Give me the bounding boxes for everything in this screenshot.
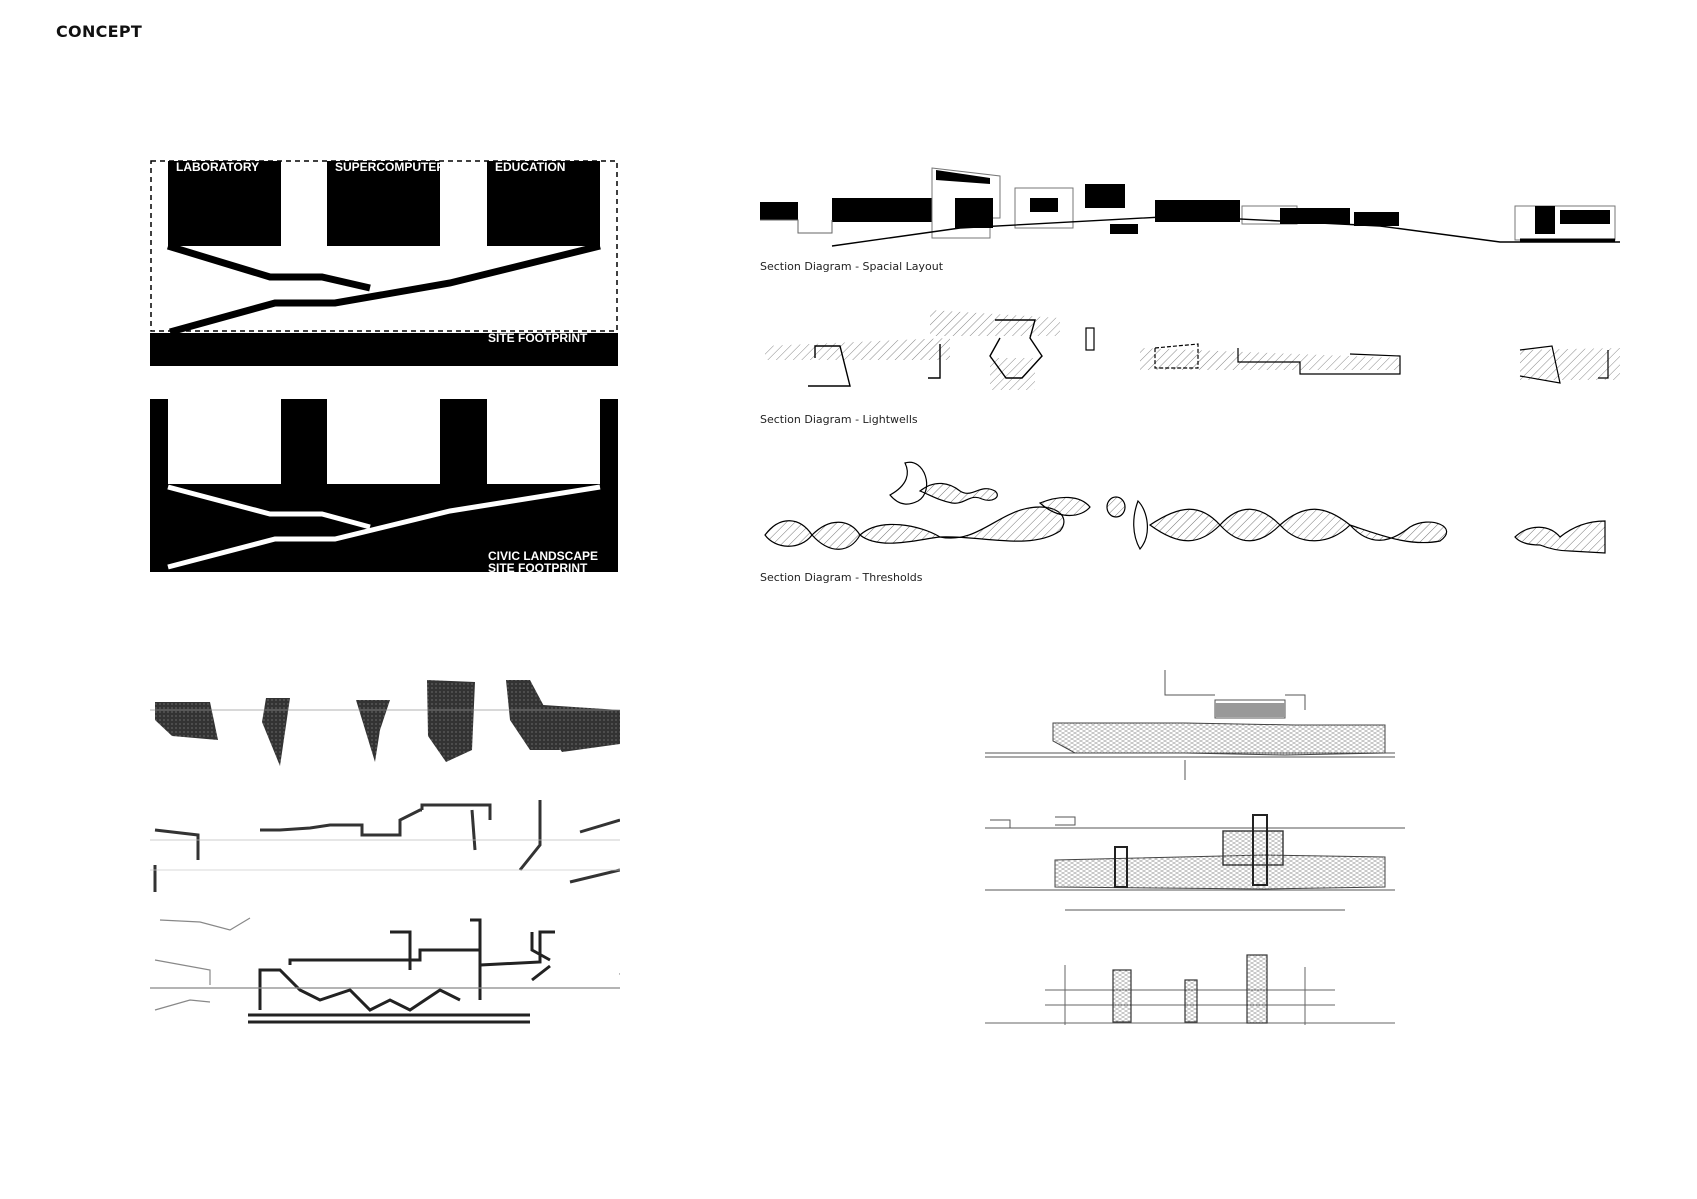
concept-diagram-top: LABORATORY SUPERCOMPUTER EDUCATION SITE … bbox=[150, 160, 618, 366]
concept-diagram-bottom: CIVIC LANDSCAPE SITE FOOTPRINT bbox=[150, 399, 618, 574]
site-footprint-band bbox=[150, 333, 618, 366]
laboratory-block bbox=[168, 161, 281, 246]
section-lightwells bbox=[765, 310, 1620, 390]
page-title: CONCEPT bbox=[56, 22, 143, 41]
pencil-section-sketches bbox=[985, 670, 1405, 1025]
label-site-footprint: SITE FOOTPRINT bbox=[488, 331, 588, 345]
caption-lightwells: Section Diagram - Lightwells bbox=[760, 413, 918, 426]
caption-thresholds: Section Diagram - Thresholds bbox=[760, 571, 923, 584]
label-supercomputer: SUPERCOMPUTER bbox=[335, 160, 445, 174]
model-sketch-sequence bbox=[150, 680, 620, 1024]
caption-spacial-layout: Section Diagram - Spacial Layout bbox=[760, 260, 944, 273]
education-block bbox=[487, 161, 600, 246]
label-civic-landscape: CIVIC LANDSCAPE bbox=[488, 549, 598, 563]
supercomputer-block bbox=[327, 161, 440, 246]
section-spacial-layout bbox=[760, 167, 1620, 247]
section-thresholds bbox=[764, 461, 1606, 554]
label-laboratory: LABORATORY bbox=[176, 160, 259, 174]
label-education: EDUCATION bbox=[495, 160, 565, 174]
label-site-footprint-2: SITE FOOTPRINT bbox=[488, 561, 588, 574]
